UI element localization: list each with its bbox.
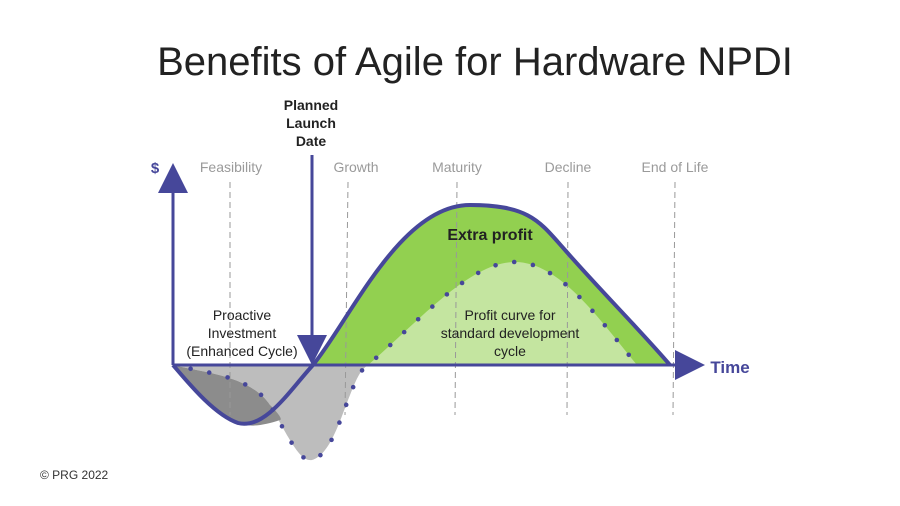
- curve-dot: [590, 308, 595, 314]
- enhanced-loss-area: [173, 365, 281, 426]
- standard-curve-dots: [188, 259, 632, 460]
- curve-dot: [415, 316, 421, 322]
- phase-divider: [454, 181, 458, 416]
- phase-divider: [672, 181, 676, 416]
- curve-dot: [258, 392, 264, 398]
- curve-dot: [563, 281, 568, 287]
- curve-dot: [493, 262, 498, 268]
- phase-label-maturity: Maturity: [432, 159, 482, 175]
- curve-dot: [387, 342, 393, 348]
- standard-curve-label: Profit curve for: [464, 307, 555, 323]
- curve-dot: [206, 370, 212, 375]
- curve-dot: [188, 366, 193, 372]
- curve-dot: [373, 355, 379, 361]
- curve-dot: [337, 420, 342, 425]
- standard-curve-label: standard development: [441, 325, 580, 341]
- launch-label: Date: [296, 133, 327, 149]
- curve-dot: [475, 270, 481, 276]
- standard-curve-label: cycle: [494, 343, 526, 359]
- curve-dot: [511, 259, 517, 265]
- curve-dot: [329, 437, 334, 443]
- curve-dot: [444, 292, 450, 297]
- phase-divider: [344, 181, 349, 416]
- curve-dot: [459, 280, 465, 286]
- curve-dot: [602, 322, 608, 328]
- curve-dot: [343, 402, 349, 408]
- y-axis-label: $: [151, 160, 160, 177]
- phase-label-feasibility: Feasibility: [200, 159, 262, 175]
- curve-dot: [289, 440, 294, 445]
- proactive-label: (Enhanced Cycle): [186, 343, 297, 359]
- curve-dot: [359, 368, 365, 373]
- extra-profit-label: Extra profit: [447, 227, 533, 244]
- phase-label-growth: Growth: [333, 159, 378, 175]
- phase-divider: [566, 181, 569, 416]
- curve-dot: [577, 294, 582, 300]
- curve-dot: [301, 455, 306, 460]
- standard-profit-area: [368, 262, 637, 365]
- curve-dot: [547, 270, 553, 276]
- curve-dot: [318, 452, 323, 458]
- enhanced-profit-curve: [171, 202, 672, 426]
- proactive-label: Proactive: [213, 307, 272, 323]
- copyright: © PRG 2022: [40, 468, 109, 482]
- phase-label-decline: Decline: [545, 159, 592, 175]
- phase-label-end-of-life: End of Life: [642, 159, 709, 175]
- curve-dot: [279, 423, 285, 429]
- x-axis-label: Time: [710, 358, 749, 377]
- curve-dot: [626, 352, 632, 358]
- launch-label: Launch: [286, 115, 336, 131]
- curve-dot: [350, 384, 356, 390]
- curve-dot: [430, 304, 435, 309]
- proactive-label: Investment: [208, 325, 277, 341]
- standard-loss-area: [173, 365, 368, 461]
- curve-dot: [614, 337, 620, 343]
- slide-title: Benefits of Agile for Hardware NPDI: [157, 40, 793, 84]
- curve-dot: [401, 329, 407, 335]
- curve-dot: [225, 375, 230, 380]
- curve-dot: [530, 262, 536, 268]
- launch-label: Planned: [284, 97, 338, 113]
- curve-dot: [242, 382, 248, 387]
